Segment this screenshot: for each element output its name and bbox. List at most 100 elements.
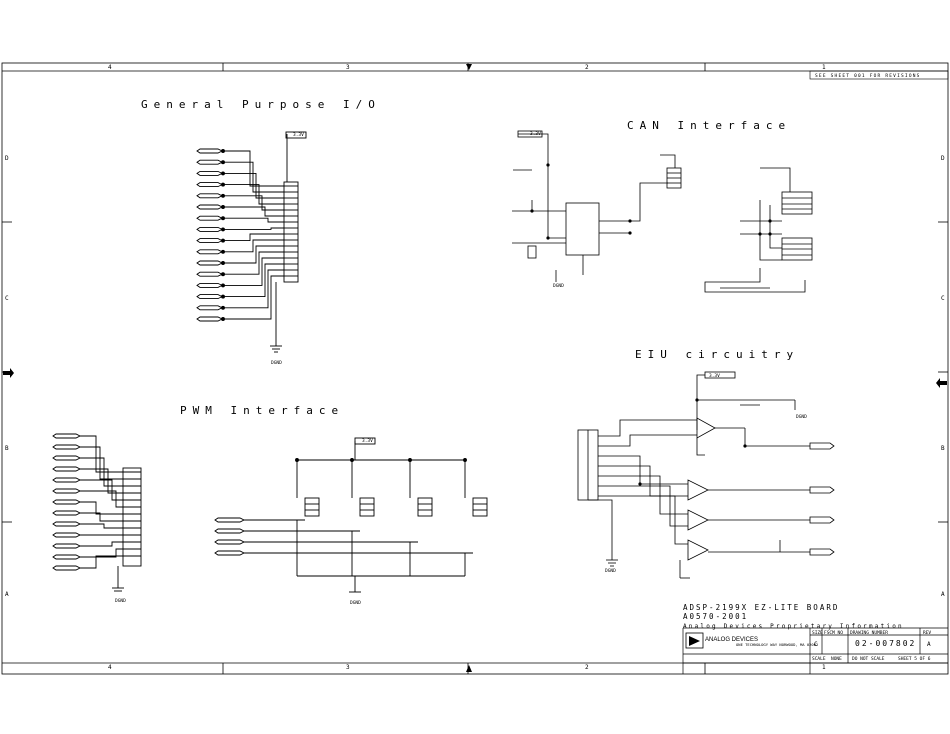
gpio-port-flag	[196, 260, 224, 266]
scale-value: NONE	[831, 656, 842, 662]
gpio-junction-dot	[221, 238, 225, 243]
gpio-wire	[222, 263, 284, 298]
pwm-wire	[80, 555, 123, 569]
pwm-port-flag	[52, 488, 82, 494]
analog-devices-logo-icon	[685, 632, 704, 649]
pwm-wire	[80, 541, 123, 547]
pwm-circuit	[52, 433, 488, 593]
gpio-port-flag	[196, 148, 224, 154]
eiu-header-ground-label: DGND	[605, 568, 616, 574]
eiu-ground-label: DGND	[796, 414, 807, 420]
zone-left-C: C	[5, 295, 9, 302]
pwm-port-flag	[52, 466, 82, 472]
pwm-signal-flag	[214, 517, 246, 523]
pwm-wire	[80, 548, 123, 558]
proprietary-notice: Analog Devices Proprietary Information	[683, 623, 904, 630]
pwm-ground-label: DGND	[350, 600, 361, 606]
pwm-jumper	[417, 497, 433, 517]
rev-label: REV	[923, 630, 931, 636]
pwm-wire	[80, 435, 123, 473]
gpio-wire	[222, 206, 284, 217]
gpio-header	[283, 181, 299, 283]
pwm-signal-flag	[214, 528, 246, 534]
pwm-jumper	[472, 497, 488, 517]
gpio-wire	[222, 245, 284, 264]
pwm-port-flag	[52, 499, 82, 505]
zone-top-2: 2	[585, 64, 589, 71]
pwm-port-flag	[52, 565, 82, 571]
document-number: A0570-2001	[683, 612, 748, 621]
border-frame	[1, 62, 949, 675]
gpio-wire	[222, 269, 284, 309]
gpio-port-flag	[196, 215, 224, 221]
gpio-port-flag	[196, 182, 224, 188]
gpio-port-flag	[196, 238, 224, 244]
pwm-wire	[80, 501, 123, 515]
gpio-wire	[222, 239, 284, 253]
pwm-port-flag	[52, 510, 82, 516]
gpio-junction-dot	[221, 193, 225, 198]
pwm-wire	[80, 490, 123, 508]
gpio-wire	[222, 150, 284, 187]
zone-bottom-4: 4	[108, 664, 112, 671]
size-label: SIZE	[812, 630, 823, 636]
gpio-wire	[222, 233, 284, 242]
gpio-section-title: General Purpose I/O	[141, 98, 381, 111]
gpio-port-flag	[196, 294, 224, 300]
gpio-power-flag	[285, 131, 307, 139]
eiu-power-label: 3.3V	[709, 373, 720, 379]
gpio-junction-dot	[221, 272, 225, 277]
gpio-junction-dot	[221, 182, 225, 187]
board-name: ADSP-2199X EZ-LITE BOARD	[683, 603, 839, 612]
zone-left-D: D	[5, 155, 9, 162]
pwm-header	[122, 467, 142, 567]
fscm-label: FSCM NO	[824, 630, 843, 636]
pwm-wire	[80, 446, 123, 480]
zone-top-4: 4	[108, 64, 112, 71]
do-not-scale-label: DO NOT SCALE	[852, 656, 885, 662]
pwm-header-ground-label: DGND	[115, 598, 126, 604]
can-ground-label: DGND	[553, 283, 564, 289]
pwm-wire	[80, 457, 123, 487]
gpio-wire	[222, 161, 284, 193]
pwm-signal-flag	[214, 539, 246, 545]
title-block	[682, 627, 948, 674]
sheet-number: SHEET 5 OF 6	[898, 656, 931, 662]
gpio-port-flag	[196, 249, 224, 255]
gpio-junction-dot	[221, 171, 225, 176]
pwm-jumper	[359, 497, 375, 517]
pwm-junction-dot	[463, 458, 467, 462]
gpio-ground-label: DGND	[271, 360, 282, 366]
gpio-wire	[222, 172, 284, 199]
pwm-junction-dot	[408, 458, 412, 462]
gpio-port-flag	[196, 316, 224, 322]
pwm-port-flag	[52, 532, 82, 538]
gpio-junction-dot	[221, 205, 225, 209]
pwm-section-title: PWM Interface	[180, 404, 344, 417]
gpio-junction-dot	[221, 249, 225, 254]
eiu-section-title: EIU circuitry	[635, 348, 799, 361]
gpio-port-flag	[196, 159, 224, 165]
rev-value: A	[927, 641, 931, 648]
gpio-port-flag	[196, 226, 224, 232]
size-value: C	[814, 641, 818, 648]
zone-left-B: B	[5, 445, 9, 452]
can-junction-dots	[530, 163, 772, 240]
pwm-jumper	[304, 497, 320, 517]
sheet-note-box	[809, 70, 949, 80]
sheet-note: SEE SHEET 001 FOR REVISIONS	[815, 73, 921, 79]
gpio-wire	[222, 257, 284, 286]
gpio-wire	[222, 217, 284, 223]
pwm-junction-dot	[295, 458, 299, 462]
gpio-junction-dot	[221, 216, 225, 221]
drawing-number-label: DRAWING NUMBER	[850, 630, 888, 636]
pwm-wire	[80, 523, 123, 529]
gpio-wire	[222, 195, 284, 211]
gpio-port-flag	[196, 204, 224, 210]
gpio-junction-dot	[221, 149, 225, 153]
can-power-label: 3.3V	[530, 131, 541, 137]
gpio-junction-dot	[221, 283, 225, 288]
gpio-junction-dot	[221, 317, 225, 321]
pwm-wire	[80, 479, 123, 501]
